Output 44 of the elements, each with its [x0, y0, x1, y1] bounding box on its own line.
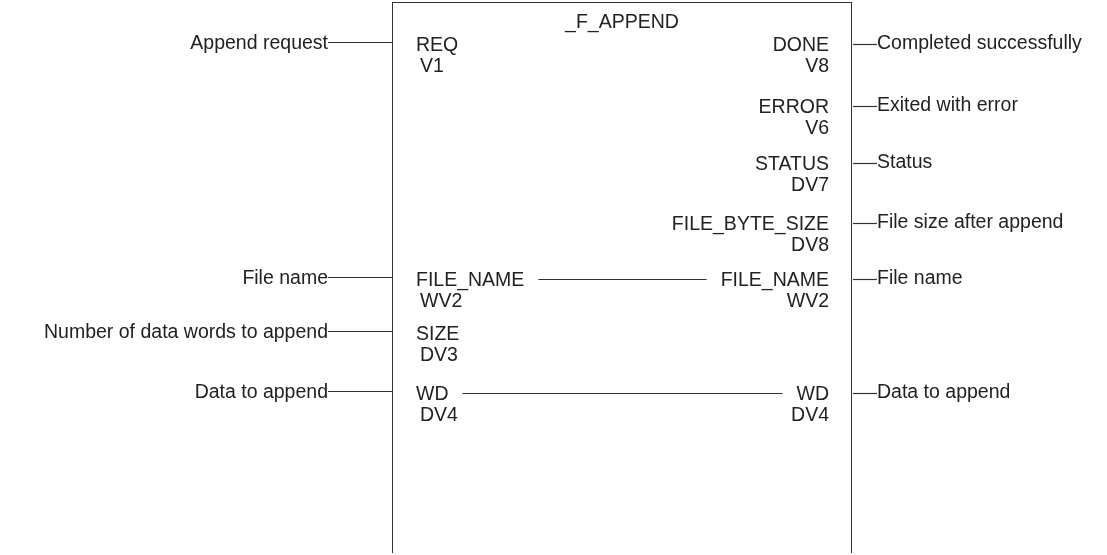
pin-name: ERROR [758, 96, 829, 117]
connector-line [327, 41, 394, 44]
connector-line [327, 390, 394, 393]
pin-name: SIZE [416, 323, 460, 344]
variable-address: V6 [805, 117, 829, 138]
variable-address: DV7 [791, 174, 829, 195]
signal-label: Data to append [194, 381, 328, 402]
connector-line [852, 392, 878, 395]
connector-line [327, 276, 394, 279]
variable-address: WV2 [420, 290, 463, 311]
connector-line [327, 330, 394, 333]
connector-line [852, 278, 878, 281]
signal-label: File name [877, 267, 963, 288]
connector-line [852, 105, 878, 108]
connector-line [461, 392, 784, 395]
variable-address: V1 [420, 55, 444, 76]
connector-line [852, 43, 878, 46]
pin-name: FILE_BYTE_SIZE [671, 213, 829, 234]
signal-label: File name [242, 267, 328, 288]
connector-line [852, 222, 878, 225]
pin-name: FILE_NAME [720, 269, 829, 290]
signal-label: Completed successfully [877, 32, 1082, 53]
pin-name: WD [416, 383, 449, 404]
variable-address: DV8 [791, 234, 829, 255]
signal-label: Number of data words to append [44, 321, 328, 342]
signal-label: Status [877, 151, 933, 172]
pin-name: STATUS [754, 153, 829, 174]
function-block [392, 2, 852, 553]
variable-address: DV4 [420, 404, 458, 425]
pin-name: DONE [772, 34, 829, 55]
pin-name: REQ [416, 34, 459, 55]
connector-line [852, 162, 878, 165]
variable-address: DV4 [791, 404, 829, 425]
connector-line [537, 278, 708, 281]
pin-name: FILE_NAME [416, 269, 525, 290]
variable-address: DV3 [420, 344, 458, 365]
block-title: _F_APPEND [563, 11, 680, 32]
signal-label: File size after append [877, 211, 1064, 232]
variable-address: V8 [805, 55, 829, 76]
signal-label: Append request [190, 32, 328, 53]
signal-label: Data to append [877, 381, 1011, 402]
signal-label: Exited with error [877, 94, 1018, 115]
pin-name: WD [796, 383, 829, 404]
variable-address: WV2 [786, 290, 829, 311]
